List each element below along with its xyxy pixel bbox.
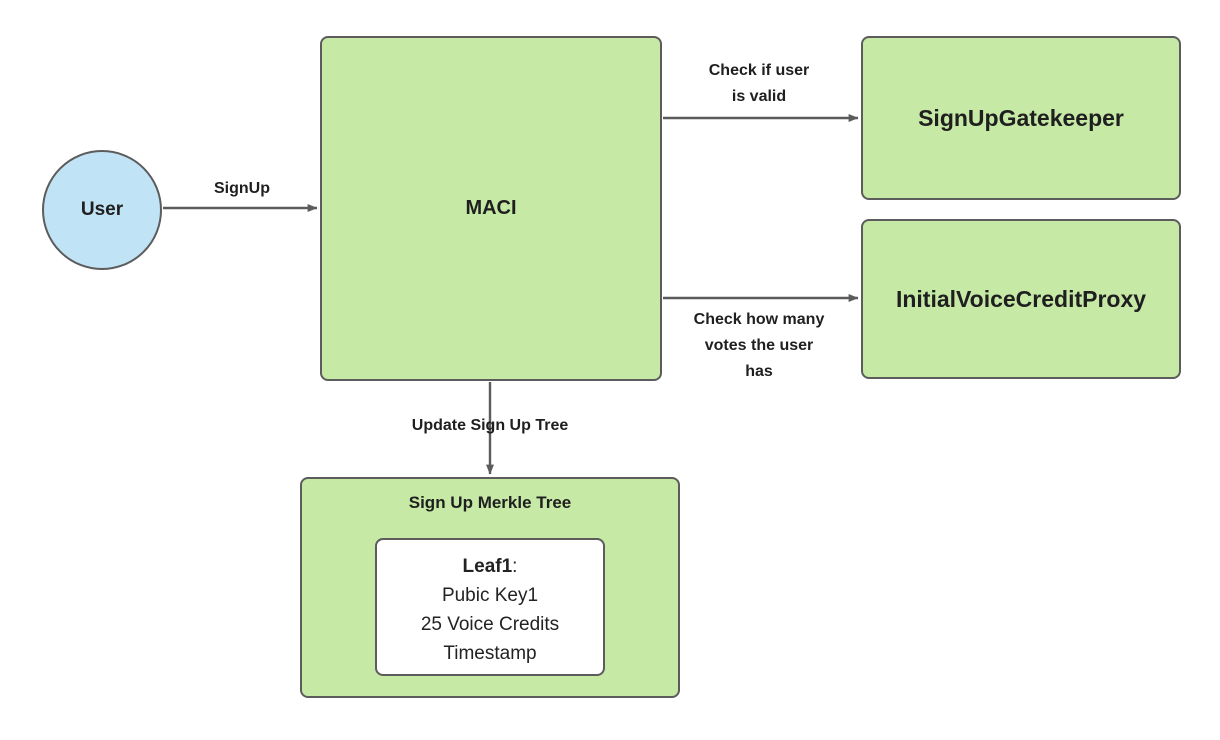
node-initial-voice-credit-proxy[interactable]: InitialVoiceCreditProxy (861, 219, 1181, 379)
leaf1-line-timestamp: Timestamp (443, 643, 537, 664)
node-maci-label: MACI (465, 197, 517, 219)
node-signup-gatekeeper[interactable]: SignUpGatekeeper (861, 36, 1181, 200)
leaf1-heading-name: Leaf1 (462, 556, 513, 577)
node-maci[interactable]: MACI (320, 36, 662, 381)
edge-label-check-how-many-votes: Check how many votes the user has (693, 311, 825, 380)
edge-label-update-sign-up-tree: Update Sign Up Tree (411, 417, 569, 434)
leaf1-heading-colon: : (512, 556, 518, 577)
edge-label-check-if-user-is-valid: Check if user is valid (708, 62, 810, 105)
node-sign-up-merkle-tree-label: Sign Up Merkle Tree (408, 493, 572, 512)
node-user[interactable]: User (42, 150, 162, 270)
node-initial-voice-credit-proxy-label: InitialVoiceCreditProxy (895, 285, 1147, 312)
node-leaf1[interactable]: Leaf1: Pubic Key1 25 Voice Credits Times… (375, 538, 605, 676)
leaf1-line-public-key: Pubic Key1 (441, 585, 539, 606)
node-signup-gatekeeper-label: SignUpGatekeeper (918, 104, 1124, 131)
leaf1-heading: Leaf1: (377, 552, 603, 581)
edge-label-signup: SignUp (214, 180, 270, 197)
node-user-label: User (80, 199, 124, 220)
leaf1-line-voice-credits: 25 Voice Credits (420, 614, 560, 635)
